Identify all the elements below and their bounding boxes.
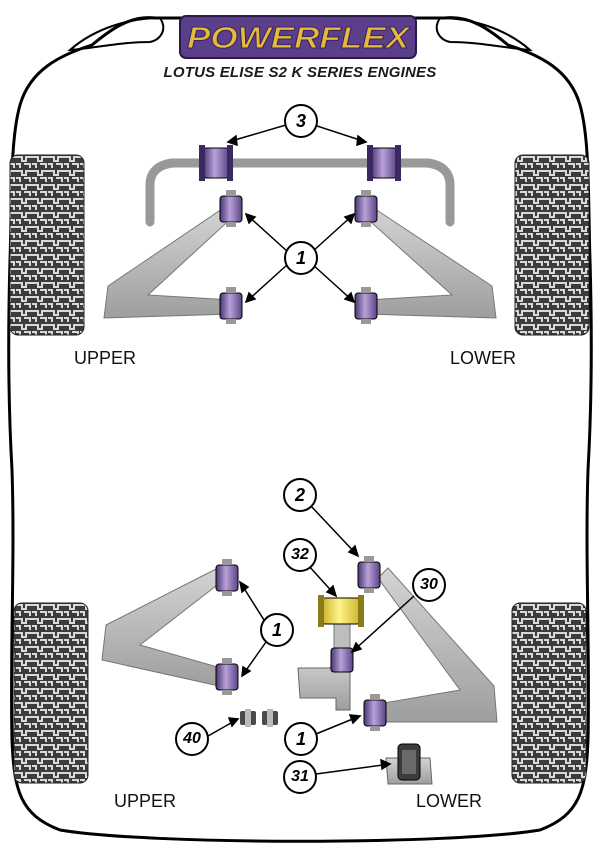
model-subtitle: LOTUS ELISE S2 K SERIES ENGINES [163, 64, 437, 81]
rear-lower-label: LOWER [416, 791, 483, 811]
rear-upper-bush-1 [215, 559, 239, 596]
front-anti-roll-bar [145, 158, 455, 227]
rear-upper-bush-2 [215, 658, 239, 695]
front-arb-bush-left [199, 145, 233, 181]
logo-badge: POWERFLEX [179, 15, 417, 59]
front-lower-wishbone [361, 206, 497, 319]
tyre-front-right [514, 154, 590, 336]
front-leader-lines [226, 124, 368, 304]
engine-mount-link-bush [330, 647, 354, 673]
front-arb-bush-right [367, 145, 401, 181]
rear-leader-lines [207, 504, 415, 775]
front-lower-bush-1 [354, 190, 378, 227]
rear-callout-upper-wishbone: 1 [260, 613, 294, 647]
front-upper-wishbone [103, 206, 237, 319]
rear-callout-lower-wishbone: 1 [284, 722, 318, 756]
front-callout-wishbone: 1 [284, 241, 318, 275]
gearbox-mount [385, 743, 433, 785]
tyre-rear-right [511, 602, 587, 784]
rear-toe-link-bush [357, 556, 381, 593]
engine-mount-insert-yellow [318, 595, 364, 627]
front-upper-label: UPPER [74, 348, 137, 368]
front-lower-bush-2 [354, 287, 378, 324]
logo-text: POWERFLEX [187, 20, 412, 55]
rear-callout-engine-link: 30 [412, 568, 446, 602]
front-lower-label: LOWER [450, 348, 517, 368]
left-headlight-outline [67, 16, 165, 52]
tyre-rear-left [13, 602, 89, 784]
rear-callout-engine-mount: 32 [283, 538, 317, 572]
front-upper-bush-2 [219, 287, 243, 324]
tyre-front-left [9, 154, 85, 336]
small-bush-pair [240, 709, 278, 727]
rear-upper-wishbone [101, 566, 231, 689]
front-callout-arb: 3 [284, 104, 318, 138]
rear-upper-label: UPPER [114, 791, 177, 811]
rear-callout-toe-link: 2 [283, 478, 317, 512]
front-upper-bush-1 [219, 190, 243, 227]
rear-callout-small-bush: 40 [175, 722, 209, 756]
right-headlight-outline [435, 16, 533, 52]
brand-logo: POWERFLEX [178, 14, 418, 60]
rear-lower-bush [363, 694, 387, 731]
rear-callout-gearbox-mount: 31 [283, 760, 317, 794]
car-body-outline [7, 16, 593, 843]
